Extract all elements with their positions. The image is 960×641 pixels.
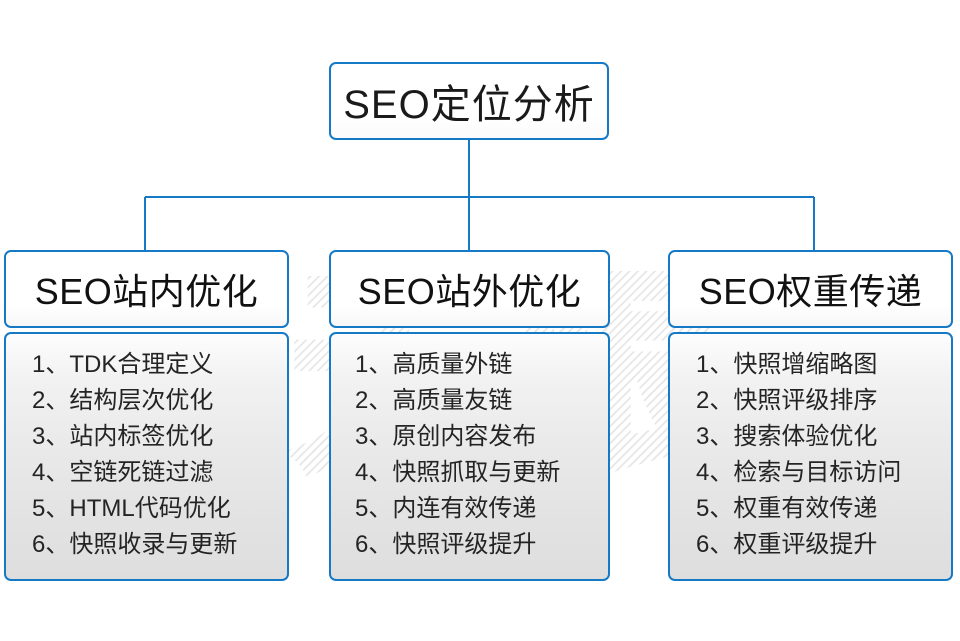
list-item: 5、权重有效传递 bbox=[696, 491, 951, 527]
item-text: 结构层次优化 bbox=[69, 387, 214, 414]
item-number: 6、 bbox=[32, 531, 70, 558]
item-number: 3、 bbox=[696, 423, 734, 450]
item-number: 2、 bbox=[355, 387, 393, 414]
list-item: 4、空链死链过滤 bbox=[32, 455, 287, 491]
item-number: 5、 bbox=[696, 495, 734, 522]
item-text: 快照收录与更新 bbox=[69, 531, 238, 558]
list-item: 3、搜索体验优化 bbox=[696, 419, 951, 455]
item-number: 3、 bbox=[355, 423, 393, 450]
list-item: 5、HTML代码优化 bbox=[32, 491, 287, 527]
item-text: 检索与目标访问 bbox=[733, 459, 902, 486]
item-text: 快照评级排序 bbox=[733, 387, 878, 414]
list-item: 4、检索与目标访问 bbox=[696, 455, 951, 491]
branch-column-2: SEO站外优化 1、高质量外链 2、高质量友链 3、原创内容发布 4、快照抓取与… bbox=[329, 250, 610, 581]
item-number: 4、 bbox=[32, 459, 70, 486]
item-number: 6、 bbox=[696, 531, 734, 558]
root-node: SEO定位分析 bbox=[329, 62, 609, 140]
branch-body-1: 1、TDK合理定义 2、结构层次优化 3、站内标签优化 4、空链死链过滤 5、H… bbox=[4, 332, 289, 581]
item-text: 高质量友链 bbox=[392, 387, 513, 414]
item-number: 5、 bbox=[355, 495, 393, 522]
item-number: 4、 bbox=[696, 459, 734, 486]
item-text: 站内标签优化 bbox=[69, 423, 214, 450]
item-text: 搜索体验优化 bbox=[733, 423, 878, 450]
list-item: 6、快照收录与更新 bbox=[32, 527, 287, 563]
item-text: 原创内容发布 bbox=[392, 423, 537, 450]
item-text: 空链死链过滤 bbox=[69, 459, 214, 486]
item-list-2: 1、高质量外链 2、高质量友链 3、原创内容发布 4、快照抓取与更新 5、内连有… bbox=[331, 347, 608, 563]
item-text: 内连有效传递 bbox=[392, 495, 537, 522]
item-number: 1、 bbox=[32, 351, 70, 378]
branch-header-3: SEO权重传递 bbox=[668, 250, 953, 328]
item-number: 6、 bbox=[355, 531, 393, 558]
list-item: 2、高质量友链 bbox=[355, 383, 608, 419]
branch-header-label-2: SEO站外优化 bbox=[357, 271, 582, 312]
list-item: 1、TDK合理定义 bbox=[32, 347, 287, 383]
list-item: 2、快照评级排序 bbox=[696, 383, 951, 419]
branch-column-1: SEO站内优化 1、TDK合理定义 2、结构层次优化 3、站内标签优化 4、空链… bbox=[4, 250, 289, 581]
list-item: 6、快照评级提升 bbox=[355, 527, 608, 563]
list-item: 6、权重评级提升 bbox=[696, 527, 951, 563]
list-item: 3、原创内容发布 bbox=[355, 419, 608, 455]
item-number: 2、 bbox=[32, 387, 70, 414]
list-item: 4、快照抓取与更新 bbox=[355, 455, 608, 491]
item-number: 3、 bbox=[32, 423, 70, 450]
item-number: 1、 bbox=[696, 351, 734, 378]
list-item: 2、结构层次优化 bbox=[32, 383, 287, 419]
branch-header-2: SEO站外优化 bbox=[329, 250, 610, 328]
item-text: TDK合理定义 bbox=[69, 351, 214, 378]
item-number: 5、 bbox=[32, 495, 70, 522]
item-text: 高质量外链 bbox=[392, 351, 513, 378]
list-item: 3、站内标签优化 bbox=[32, 419, 287, 455]
item-text: 快照增缩略图 bbox=[733, 351, 878, 378]
list-item: 1、快照增缩略图 bbox=[696, 347, 951, 383]
item-list-1: 1、TDK合理定义 2、结构层次优化 3、站内标签优化 4、空链死链过滤 5、H… bbox=[6, 347, 287, 563]
branch-header-label-3: SEO权重传递 bbox=[698, 271, 923, 312]
item-text: 快照抓取与更新 bbox=[392, 459, 561, 486]
branch-header-label-1: SEO站内优化 bbox=[34, 271, 259, 312]
branch-body-3: 1、快照增缩略图 2、快照评级排序 3、搜索体验优化 4、检索与目标访问 5、权… bbox=[668, 332, 953, 581]
branch-header-1: SEO站内优化 bbox=[4, 250, 289, 328]
root-node-label: SEO定位分析 bbox=[343, 83, 595, 127]
item-number: 4、 bbox=[355, 459, 393, 486]
branch-body-2: 1、高质量外链 2、高质量友链 3、原创内容发布 4、快照抓取与更新 5、内连有… bbox=[329, 332, 610, 581]
item-number: 2、 bbox=[696, 387, 734, 414]
branch-column-3: SEO权重传递 1、快照增缩略图 2、快照评级排序 3、搜索体验优化 4、检索与… bbox=[668, 250, 953, 581]
item-list-3: 1、快照增缩略图 2、快照评级排序 3、搜索体验优化 4、检索与目标访问 5、权… bbox=[670, 347, 951, 563]
list-item: 5、内连有效传递 bbox=[355, 491, 608, 527]
item-number: 1、 bbox=[355, 351, 393, 378]
list-item: 1、高质量外链 bbox=[355, 347, 608, 383]
item-text: HTML代码优化 bbox=[69, 495, 231, 522]
item-text: 快照评级提升 bbox=[392, 531, 537, 558]
item-text: 权重评级提升 bbox=[733, 531, 878, 558]
item-text: 权重有效传递 bbox=[733, 495, 878, 522]
